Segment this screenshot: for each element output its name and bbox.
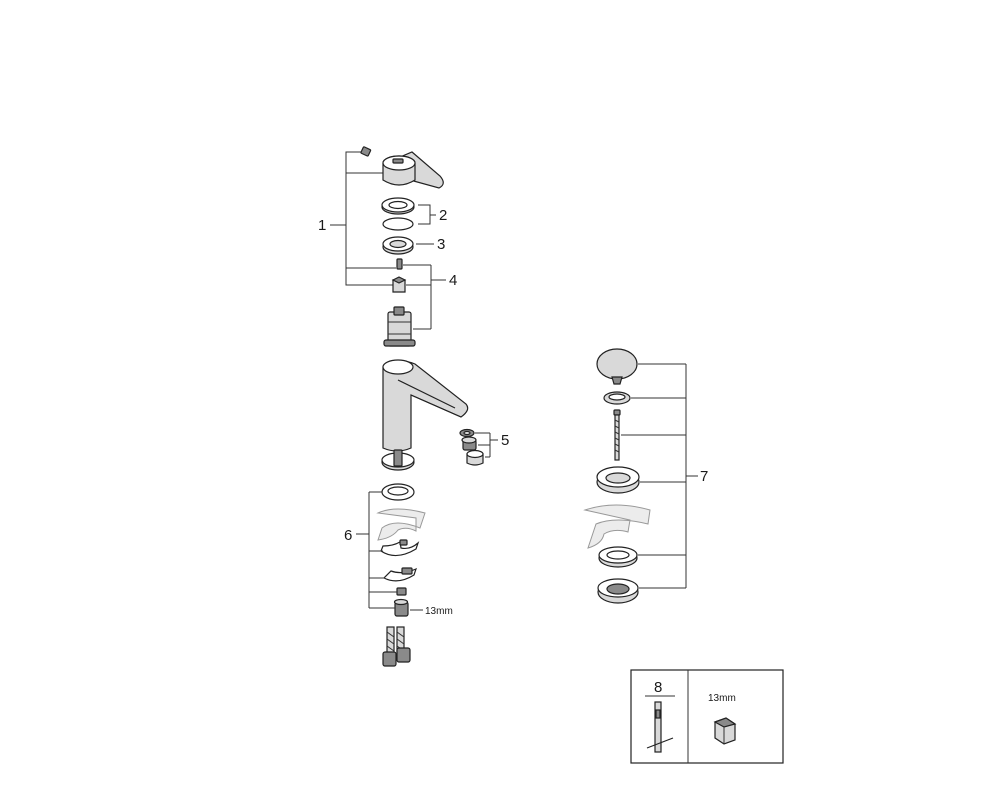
drain-body: [597, 578, 639, 604]
hex-key-tool: [646, 701, 674, 753]
drain-cap: [596, 348, 638, 385]
callout-5-leaders: [475, 432, 498, 458]
drain-rod: [613, 409, 621, 461]
faucet-body: [382, 359, 469, 452]
callout-6-label: 6: [344, 527, 352, 544]
callout-2-label: 2: [439, 207, 447, 224]
cartridge: [383, 306, 416, 347]
callout-4-leaders: [403, 264, 446, 330]
callout-6-leaders: [356, 491, 423, 611]
cover-ring: [381, 197, 415, 215]
retaining-ring: [382, 236, 414, 255]
callout-1-leaders: [330, 151, 396, 286]
countertop-section: [376, 508, 426, 541]
drain-washer: [603, 391, 631, 405]
small-nut: [396, 587, 407, 596]
fixing-plate: [382, 567, 417, 582]
tool-wrench-size-label: 13mm: [708, 693, 736, 704]
callout-5-label: 5: [501, 432, 509, 449]
callout-7-label: 7: [700, 468, 708, 485]
lever-handle: [382, 151, 444, 189]
callout-7-leaders: [621, 363, 698, 589]
base-gasket: [381, 449, 415, 471]
cartridge-adapter: [391, 276, 407, 293]
drain-flange: [596, 466, 640, 494]
basin-section: [583, 504, 651, 549]
small-screw: [396, 258, 403, 270]
callout-4-label: 4: [449, 272, 457, 289]
mounting-washer: [381, 483, 415, 501]
drain-gasket: [598, 546, 638, 568]
aerator-housing: [466, 449, 484, 466]
mounting-nut: [393, 598, 409, 617]
callout-8-label: 8: [654, 679, 662, 696]
supply-hoses: [382, 626, 411, 667]
callout-3-label: 3: [437, 236, 445, 253]
aerator-insert: [461, 436, 477, 451]
socket-tool: [713, 717, 737, 745]
callout-1-label: 1: [318, 217, 326, 234]
grub-screw: [360, 146, 372, 157]
o-ring: [382, 217, 414, 231]
nut-wrench-size-label: 13mm: [425, 606, 453, 617]
horseshoe-bracket: [380, 539, 420, 557]
aerator-washer: [459, 428, 475, 438]
